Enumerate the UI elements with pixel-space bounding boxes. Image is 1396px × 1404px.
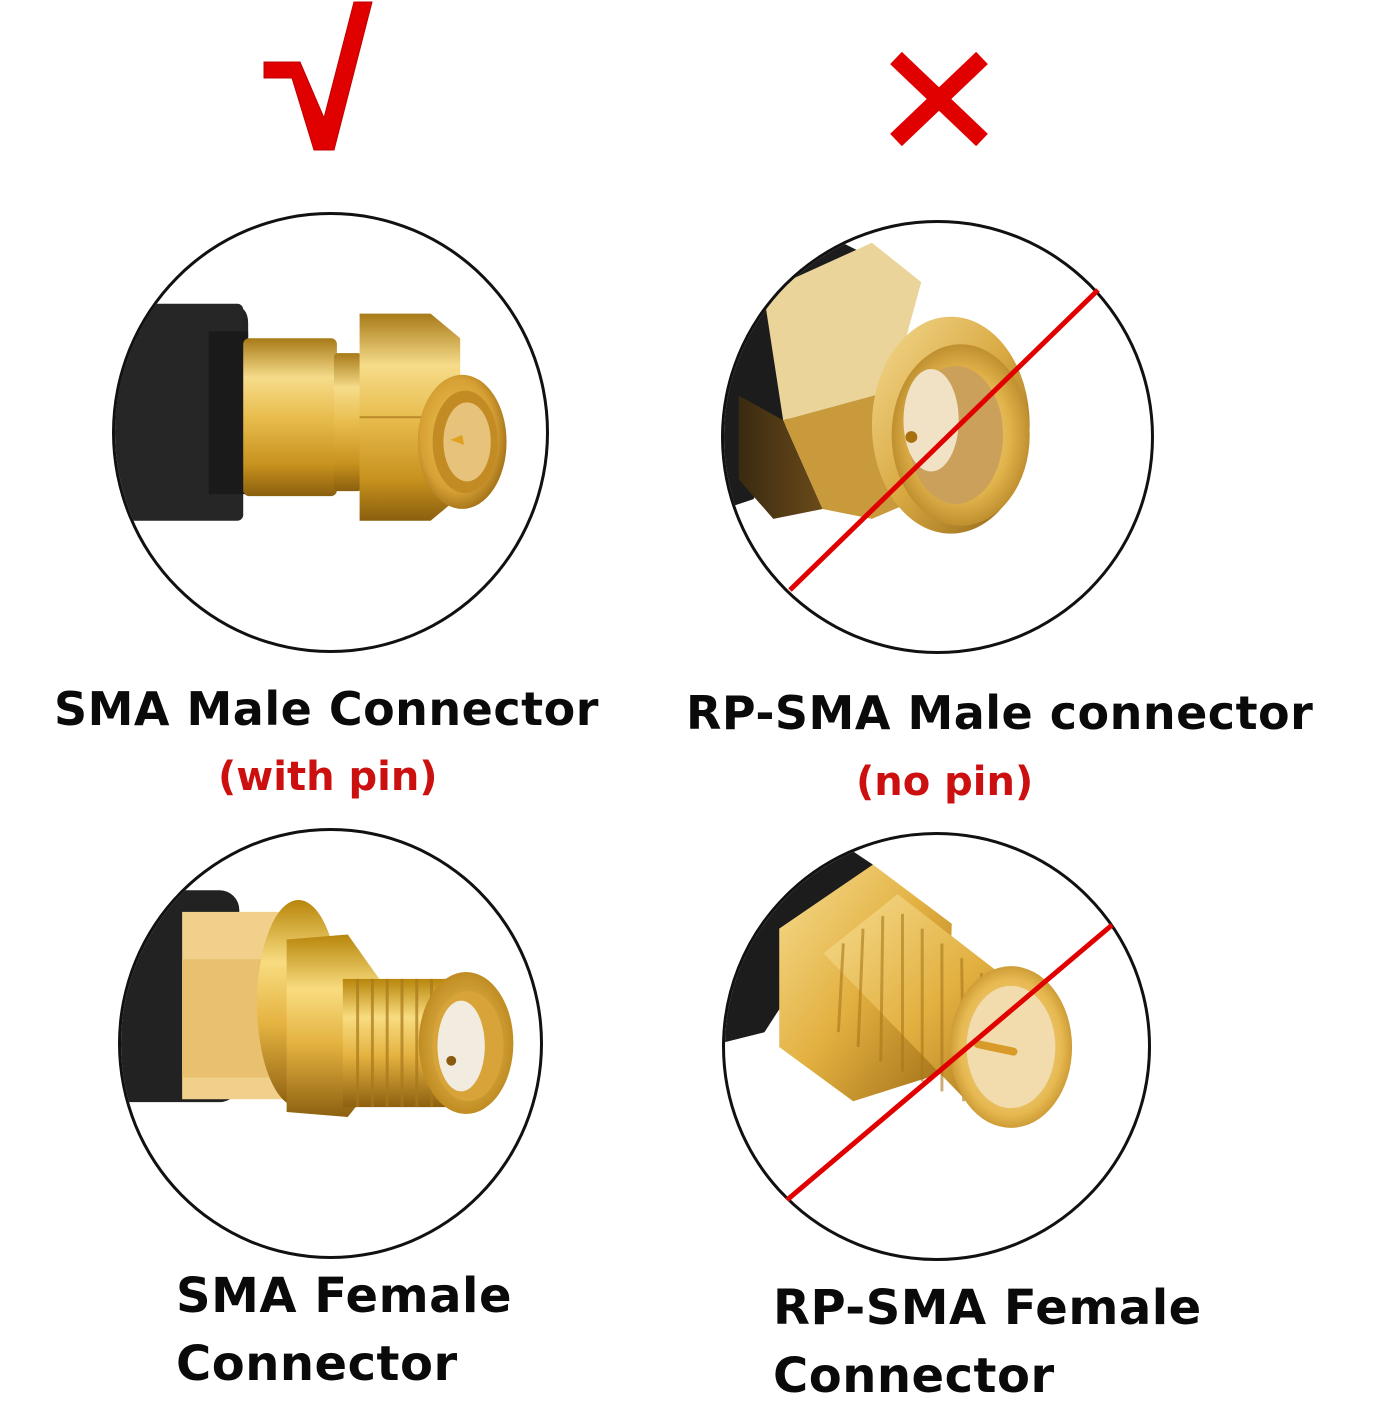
- rp-sma-male-subtitle: (no pin): [856, 759, 1034, 805]
- rp-sma-female-title-line1: RP-SMA Female: [773, 1280, 1202, 1336]
- rp-sma-male-connector-photo: [721, 220, 1154, 654]
- sma-female-connector-photo: [118, 828, 543, 1259]
- sma-male-title: SMA Male Connector: [54, 682, 599, 736]
- rp-sma-female-title-line2: Connector: [773, 1348, 1055, 1404]
- check-mark-icon: [262, 0, 374, 152]
- cross-mark-icon: [890, 52, 988, 146]
- rp-sma-female-connector-photo: [722, 832, 1151, 1261]
- sma-male-connector-photo: [112, 212, 549, 653]
- sma-male-subtitle: (with pin): [218, 754, 438, 800]
- sma-female-title-line1: SMA Female: [176, 1268, 513, 1324]
- rp-sma-male-title: RP-SMA Male connector: [686, 686, 1314, 740]
- sma-female-title-line2: Connector: [176, 1336, 458, 1392]
